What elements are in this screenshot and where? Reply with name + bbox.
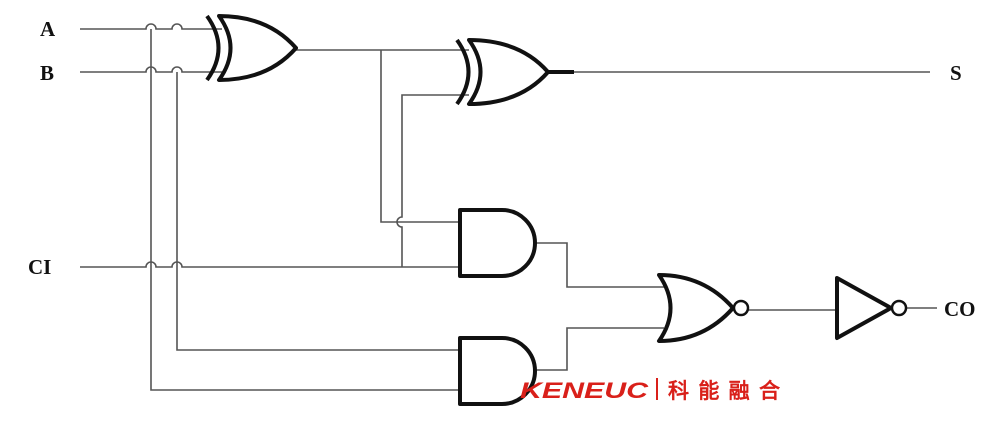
wire-xor1-to-and1 (380, 50, 460, 223)
xor-gate-1 (205, 14, 298, 82)
label-input-b: B (40, 61, 54, 85)
wire-b-to-xor1 (80, 66, 222, 73)
wire-a-to-xor1 (80, 23, 222, 30)
wire-ci-to-xor2 (396, 94, 469, 267)
wire-b-tap (176, 72, 460, 351)
label-output-s: S (950, 61, 962, 85)
label-input-a: A (40, 17, 56, 41)
wire-and1-to-nor (535, 242, 664, 288)
watermark-logo: KENEUC 科能融合 (520, 378, 781, 403)
watermark-chinese: 科能融合 (668, 379, 781, 403)
label-output-co: CO (944, 297, 976, 321)
xor-gate-2 (455, 38, 574, 106)
nor-gate (657, 273, 750, 343)
and-gate-1 (458, 208, 537, 278)
label-input-ci: CI (28, 255, 51, 279)
and-gate-2 (458, 336, 537, 406)
not-gate (835, 276, 908, 340)
wire-and2-to-nor (535, 327, 664, 371)
wire-ci-to-and1 (80, 261, 460, 268)
wire-a-tap (150, 29, 460, 391)
watermark-brand: KENEUC (520, 378, 650, 403)
